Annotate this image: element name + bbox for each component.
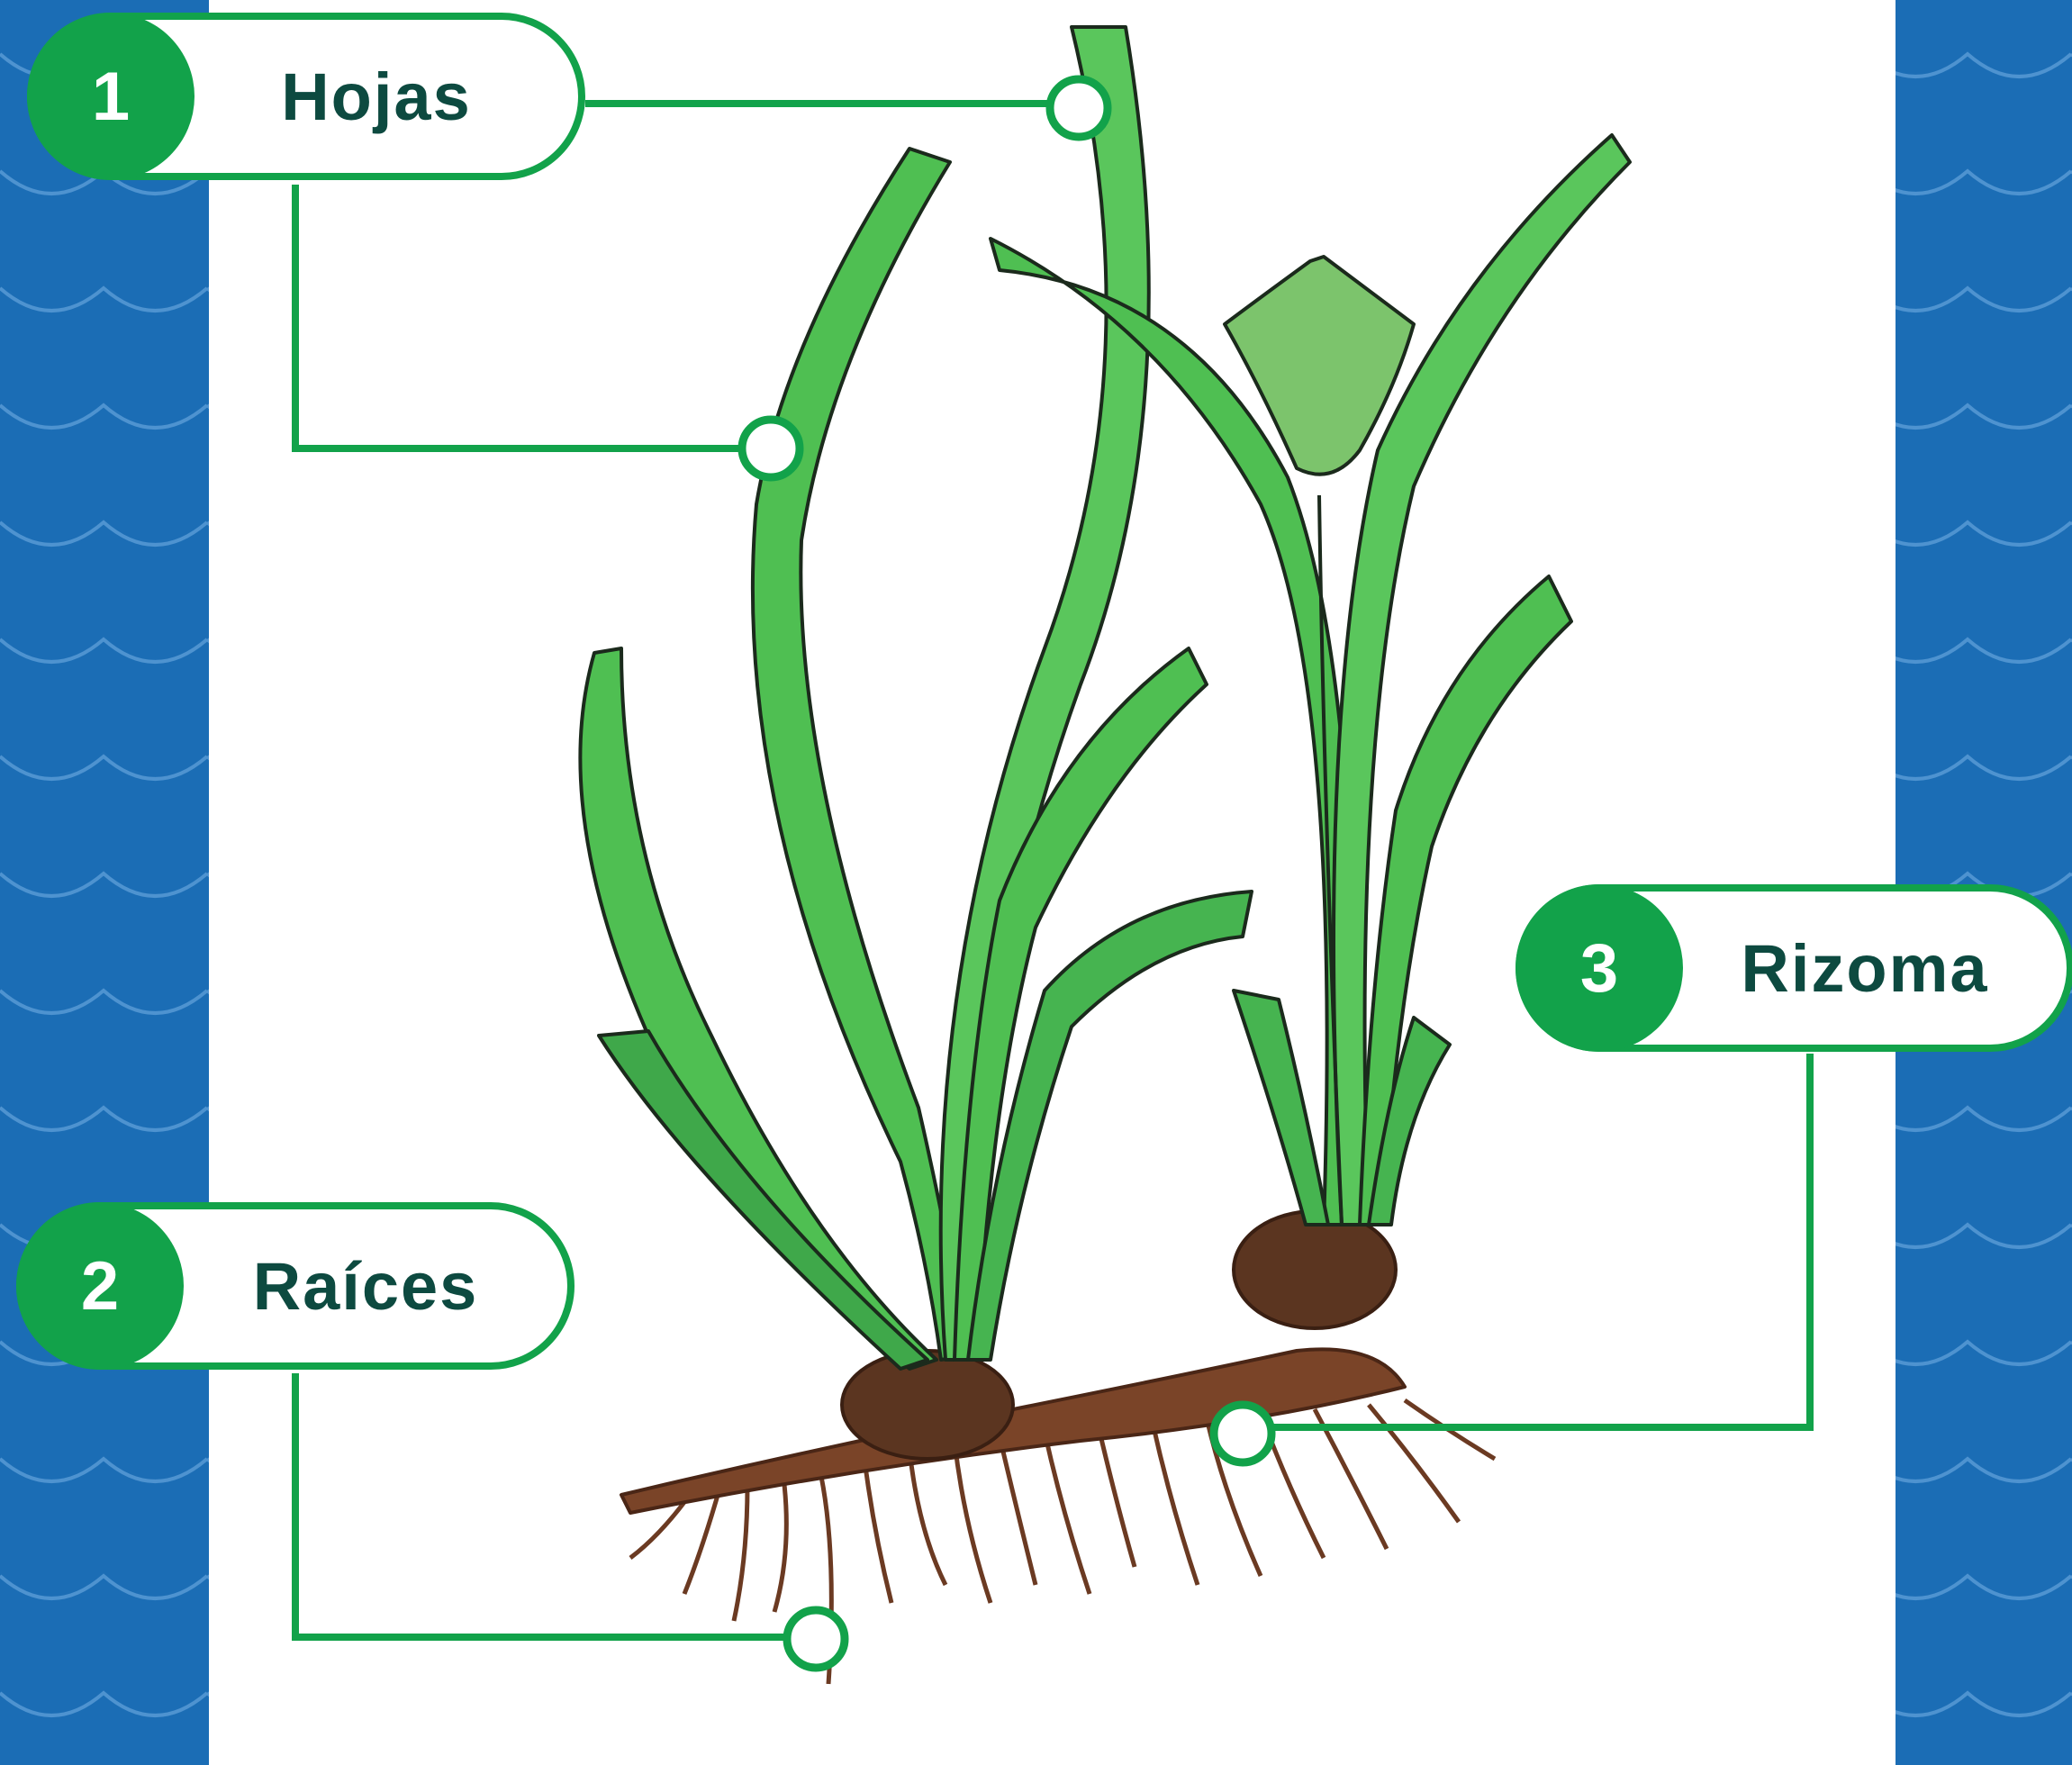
right-wave-pattern xyxy=(1896,0,2072,1765)
ring-marker-hojas-left xyxy=(742,420,800,477)
label-rizoma: 3 Rizoma xyxy=(1516,884,2072,1052)
label-text: Rizoma xyxy=(1690,892,2040,1045)
root-clump-right xyxy=(1234,1211,1396,1328)
number-badge: 2 xyxy=(16,1202,184,1370)
label-text: Hojas xyxy=(202,20,551,173)
ring-marker-rizoma xyxy=(1214,1405,1271,1462)
ring-marker-hojas-top xyxy=(1050,79,1108,137)
left-wave-pattern xyxy=(0,0,209,1765)
label-text: Raíces xyxy=(191,1209,540,1362)
label-hojas: 1 Hojas xyxy=(27,13,585,180)
root-clump-left xyxy=(842,1351,1013,1459)
ring-marker-raices xyxy=(787,1610,845,1668)
number-badge: 3 xyxy=(1516,884,1683,1052)
label-raices: 2 Raíces xyxy=(16,1202,575,1370)
number-badge: 1 xyxy=(27,13,195,180)
